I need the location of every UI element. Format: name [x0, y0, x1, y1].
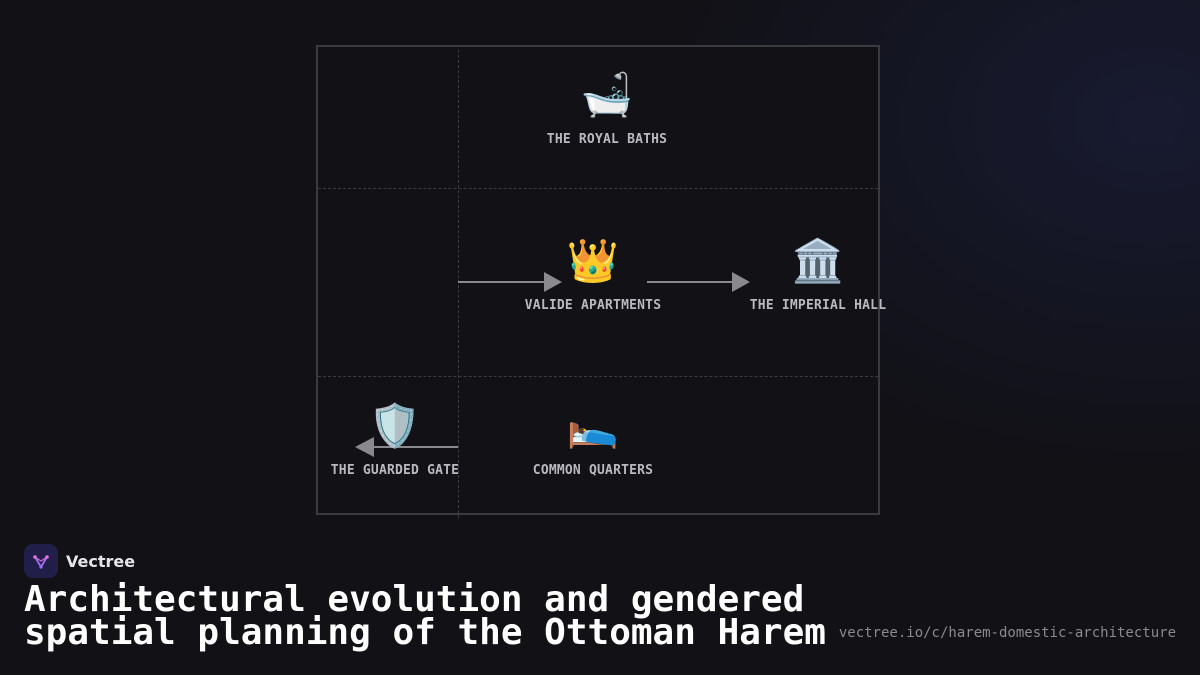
node-valide-apartments: 👑 VALIDE APARTMENTS [520, 236, 666, 314]
grid-divider-horizontal-bottom [318, 376, 878, 377]
shield-icon: 🛡️ [368, 401, 422, 450]
vectree-logo-icon [24, 544, 58, 578]
diagram-frame [316, 45, 880, 515]
classical-building-icon: 🏛️ [791, 236, 845, 285]
node-label-common-quarters: COMMON QUARTERS [532, 463, 654, 478]
page-title: Architectural evolution and gendered spa… [24, 579, 826, 653]
node-label-valide-apartments: VALIDE APARTMENTS [524, 298, 662, 313]
node-guarded-gate: 🛡️ THE GUARDED GATE [327, 401, 463, 479]
node-common-quarters: 🛌 COMMON QUARTERS [520, 401, 666, 479]
bathtub-icon: 🛁 [580, 70, 634, 119]
crown-icon: 👑 [566, 236, 620, 285]
grid-divider-vertical [458, 50, 459, 518]
source-url[interactable]: vectree.io/c/harem-domestic-architecture [838, 625, 1176, 641]
node-royal-baths: 🛁 THE ROYAL BATHS [530, 70, 684, 148]
brand: Vectree [24, 544, 135, 578]
person-in-bed-icon: 🛌 [566, 401, 620, 450]
node-label-guarded-gate: THE GUARDED GATE [330, 463, 460, 478]
node-label-imperial-hall: THE IMPERIAL HALL [749, 298, 887, 313]
arrow-to-guarded-gate [355, 437, 458, 457]
node-imperial-hall: 🏛️ THE IMPERIAL HALL [743, 236, 893, 314]
arrow-to-valide-apartments [458, 272, 562, 292]
node-label-royal-baths: THE ROYAL BATHS [546, 132, 668, 147]
brand-name: Vectree [66, 551, 136, 571]
arrow-to-imperial-hall [647, 272, 750, 292]
grid-divider-horizontal-top [318, 188, 878, 189]
